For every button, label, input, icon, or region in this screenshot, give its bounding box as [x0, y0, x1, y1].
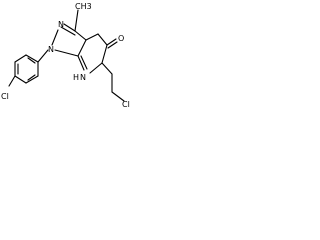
pyrazole-ring	[51, 9, 87, 57]
chlorine-label-left: Cl	[1, 92, 9, 101]
oxygen-label: O	[118, 34, 124, 43]
nitrogen-label-1: N	[48, 45, 54, 54]
methyl-label: CH3	[75, 2, 92, 11]
molecule-canvas: Cl N N O CH3 H N Cl	[0, 0, 142, 110]
chlorophenyl-ring	[8, 49, 49, 87]
nh-n-label: N	[80, 73, 86, 82]
nitrogen-label-2: N	[58, 20, 64, 29]
pyridinone-ring	[77, 33, 125, 102]
chlorine-label-right: Cl	[122, 100, 130, 109]
nh-h-label: H	[73, 73, 79, 82]
structure-diagram: Cl N N O CH3 H N Cl	[1, 2, 130, 109]
